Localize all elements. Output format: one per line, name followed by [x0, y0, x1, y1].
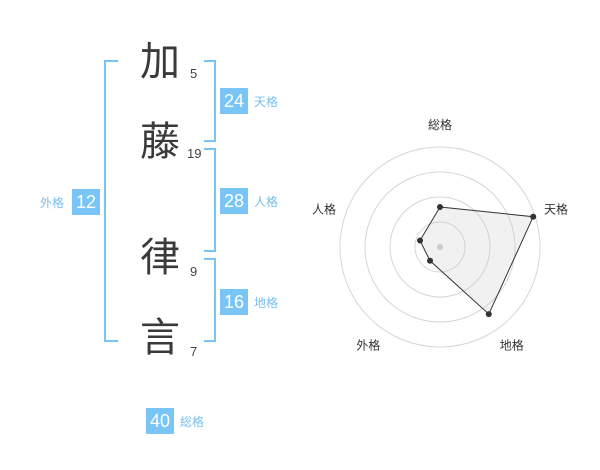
- radar-point-5: [417, 237, 424, 244]
- name-char-2: 藤: [140, 119, 180, 165]
- radar-ring: [414, 221, 466, 273]
- gaikaku-bracket: [104, 60, 118, 342]
- radar-ring: [364, 171, 516, 323]
- radar-points: [417, 204, 537, 318]
- tenkaku-value-badge: 24: [220, 88, 248, 114]
- radar-point-1: [437, 204, 443, 210]
- stroke-count-1: 5: [190, 66, 198, 81]
- chikaku-bracket: [204, 258, 216, 342]
- radar-axis-label-5: 人格: [312, 201, 336, 216]
- radar-point-2: [530, 213, 537, 220]
- radar-ring: [389, 196, 491, 298]
- jinkaku-value-badge: 28: [220, 188, 248, 214]
- name-char-3: 律: [140, 235, 180, 281]
- tenkaku-bracket: [204, 60, 216, 142]
- radar-data-area: [419, 206, 534, 315]
- stroke-count-2: 19: [187, 146, 202, 161]
- radar-point-3: [485, 311, 492, 318]
- name-char-1: 加: [140, 39, 180, 85]
- soukaku-value-badge: 40: [146, 408, 174, 434]
- radar-axis-label-4: 外格: [356, 338, 380, 353]
- stroke-count-4: 7: [190, 344, 198, 359]
- stroke-count-3: 9: [190, 264, 198, 279]
- soukaku-label: 総格: [180, 415, 205, 429]
- radar-ring: [339, 146, 541, 348]
- jinkaku-label: 人格: [254, 195, 279, 209]
- radar-rings: [339, 146, 541, 348]
- name-char-4: 言: [140, 315, 180, 361]
- tenkaku-label: 天格: [254, 95, 279, 109]
- radar-axis-label-2: 天格: [544, 201, 568, 216]
- radar-point-4: [427, 257, 434, 264]
- jinkaku-bracket: [204, 148, 216, 252]
- chikaku-value-badge: 16: [220, 289, 248, 315]
- chikaku-label: 地格: [254, 296, 279, 310]
- radar-axis-label-1: 総格: [428, 117, 452, 132]
- gaikaku-label: 外格: [40, 196, 65, 210]
- radar-center-dot: [437, 244, 443, 250]
- radar-axis-label-3: 地格: [500, 338, 524, 353]
- gaikaku-value-badge: 12: [72, 189, 100, 215]
